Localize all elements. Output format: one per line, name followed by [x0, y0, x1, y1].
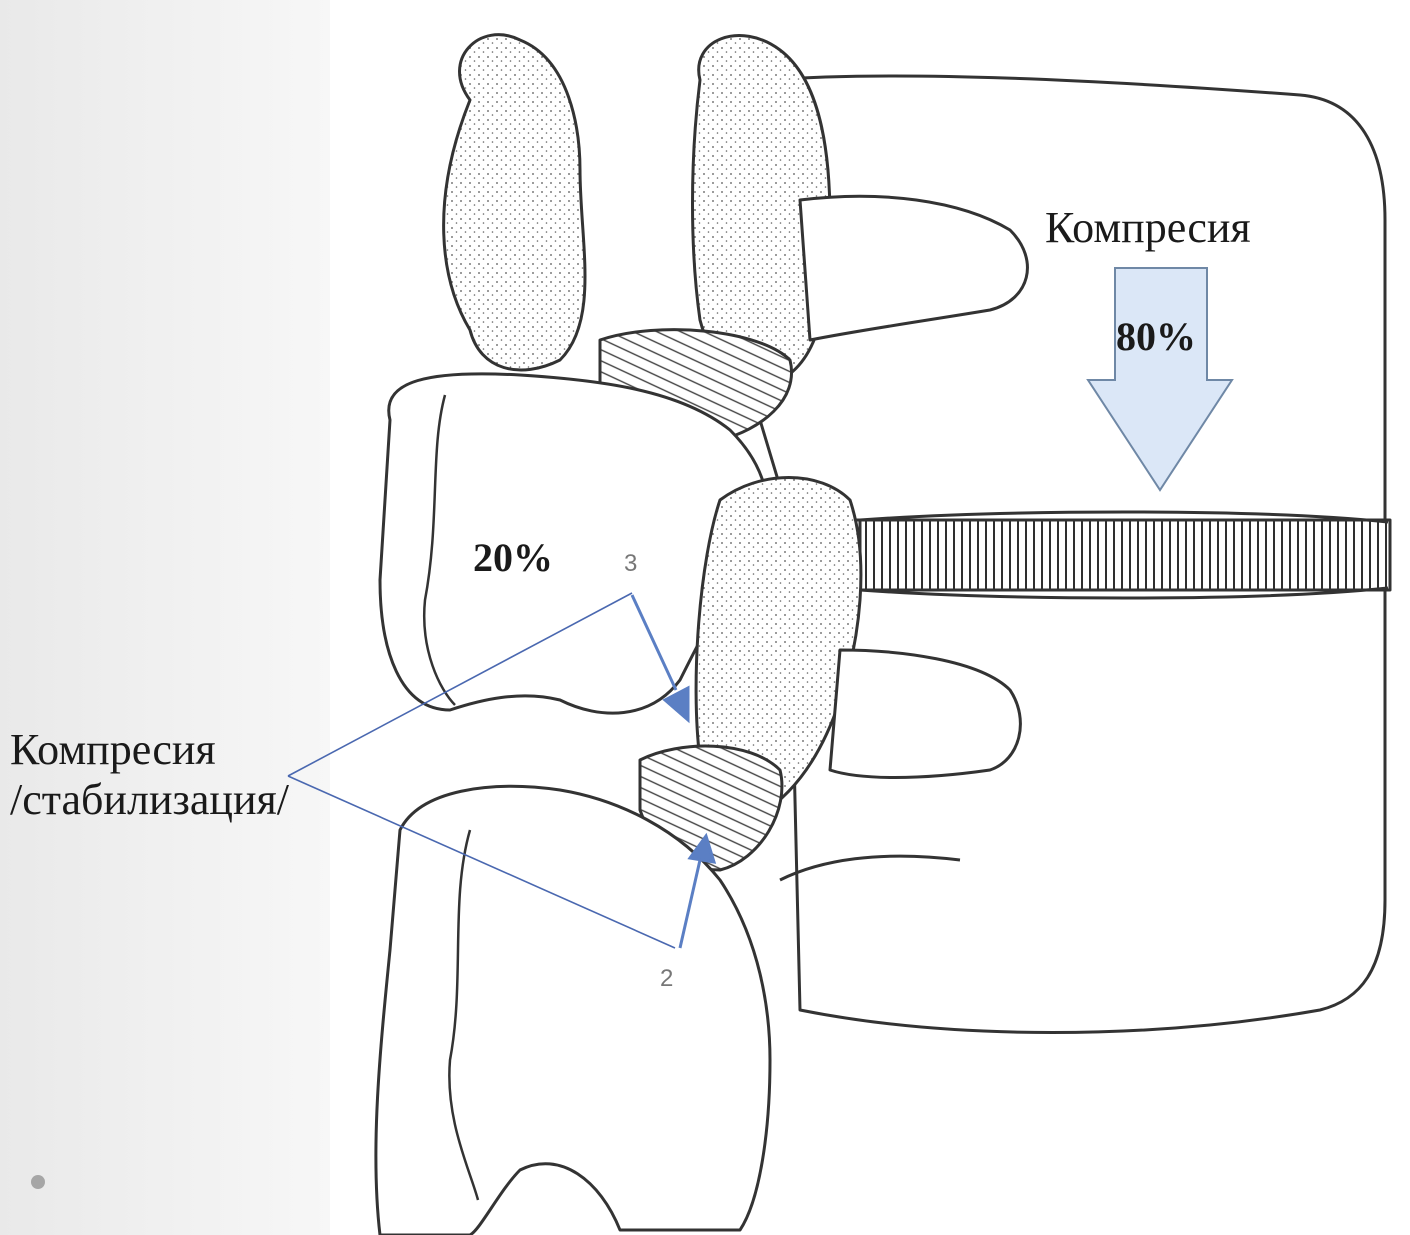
stabilization-label: /стабилизация/	[10, 774, 289, 825]
intervertebral-disc	[860, 520, 1390, 590]
compression-label-top: Компресия	[1045, 202, 1251, 253]
number-3-label: 3	[624, 550, 637, 578]
percent-20-label: 20%	[473, 534, 553, 581]
upper-articular-process-left	[444, 35, 585, 370]
percent-80-label: 80%	[1116, 313, 1196, 360]
compression-label-left: Компресия	[10, 724, 216, 775]
number-2-label: 2	[660, 965, 673, 993]
